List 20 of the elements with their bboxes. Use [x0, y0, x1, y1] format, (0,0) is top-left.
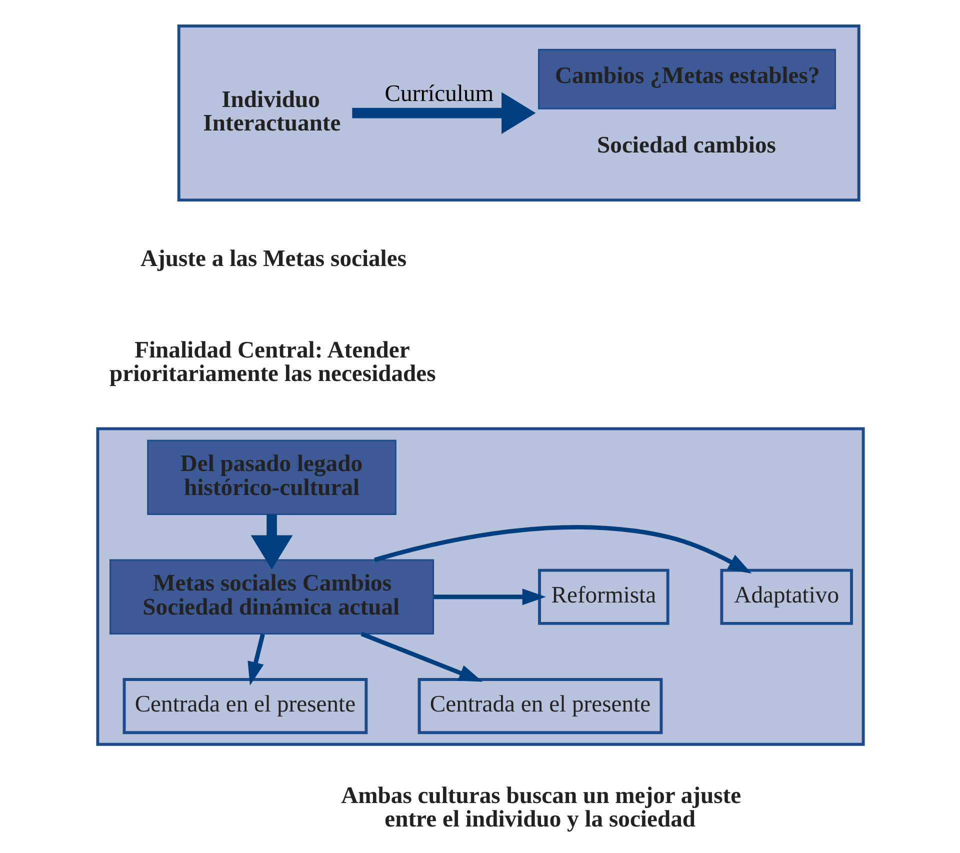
- arrow: [250, 514, 292, 570]
- cluster: [176, 24, 860, 202]
- arrow: [247, 634, 264, 686]
- node-box: Reformista: [538, 568, 669, 625]
- arrow: [433, 588, 546, 606]
- label: Ambas culturas buscan un mejor ajuste entre el individuo y la sociedad: [340, 783, 741, 833]
- arrow: [374, 525, 752, 574]
- arrow: [352, 92, 536, 134]
- node-box: Centrada en el presente: [122, 678, 368, 734]
- edge-label: Currículum: [384, 80, 494, 107]
- node-box: Centrada en el presente: [417, 678, 662, 734]
- arrow: [360, 632, 482, 682]
- node-box: Adaptativo: [720, 568, 852, 625]
- cluster: [96, 427, 864, 746]
- node-text: Individuo Interactuante: [202, 86, 340, 136]
- label: Finalidad Central: Atender prioritariamente las necesidades: [109, 338, 436, 388]
- node-box: Metas sociales Cambios Sociedad dinámica actual: [109, 559, 434, 634]
- node-box: Del pasado legado histórico-cultural: [146, 440, 396, 515]
- label: Ajuste a las Metas sociales: [140, 246, 406, 272]
- node-label: Sociedad cambios: [596, 132, 776, 159]
